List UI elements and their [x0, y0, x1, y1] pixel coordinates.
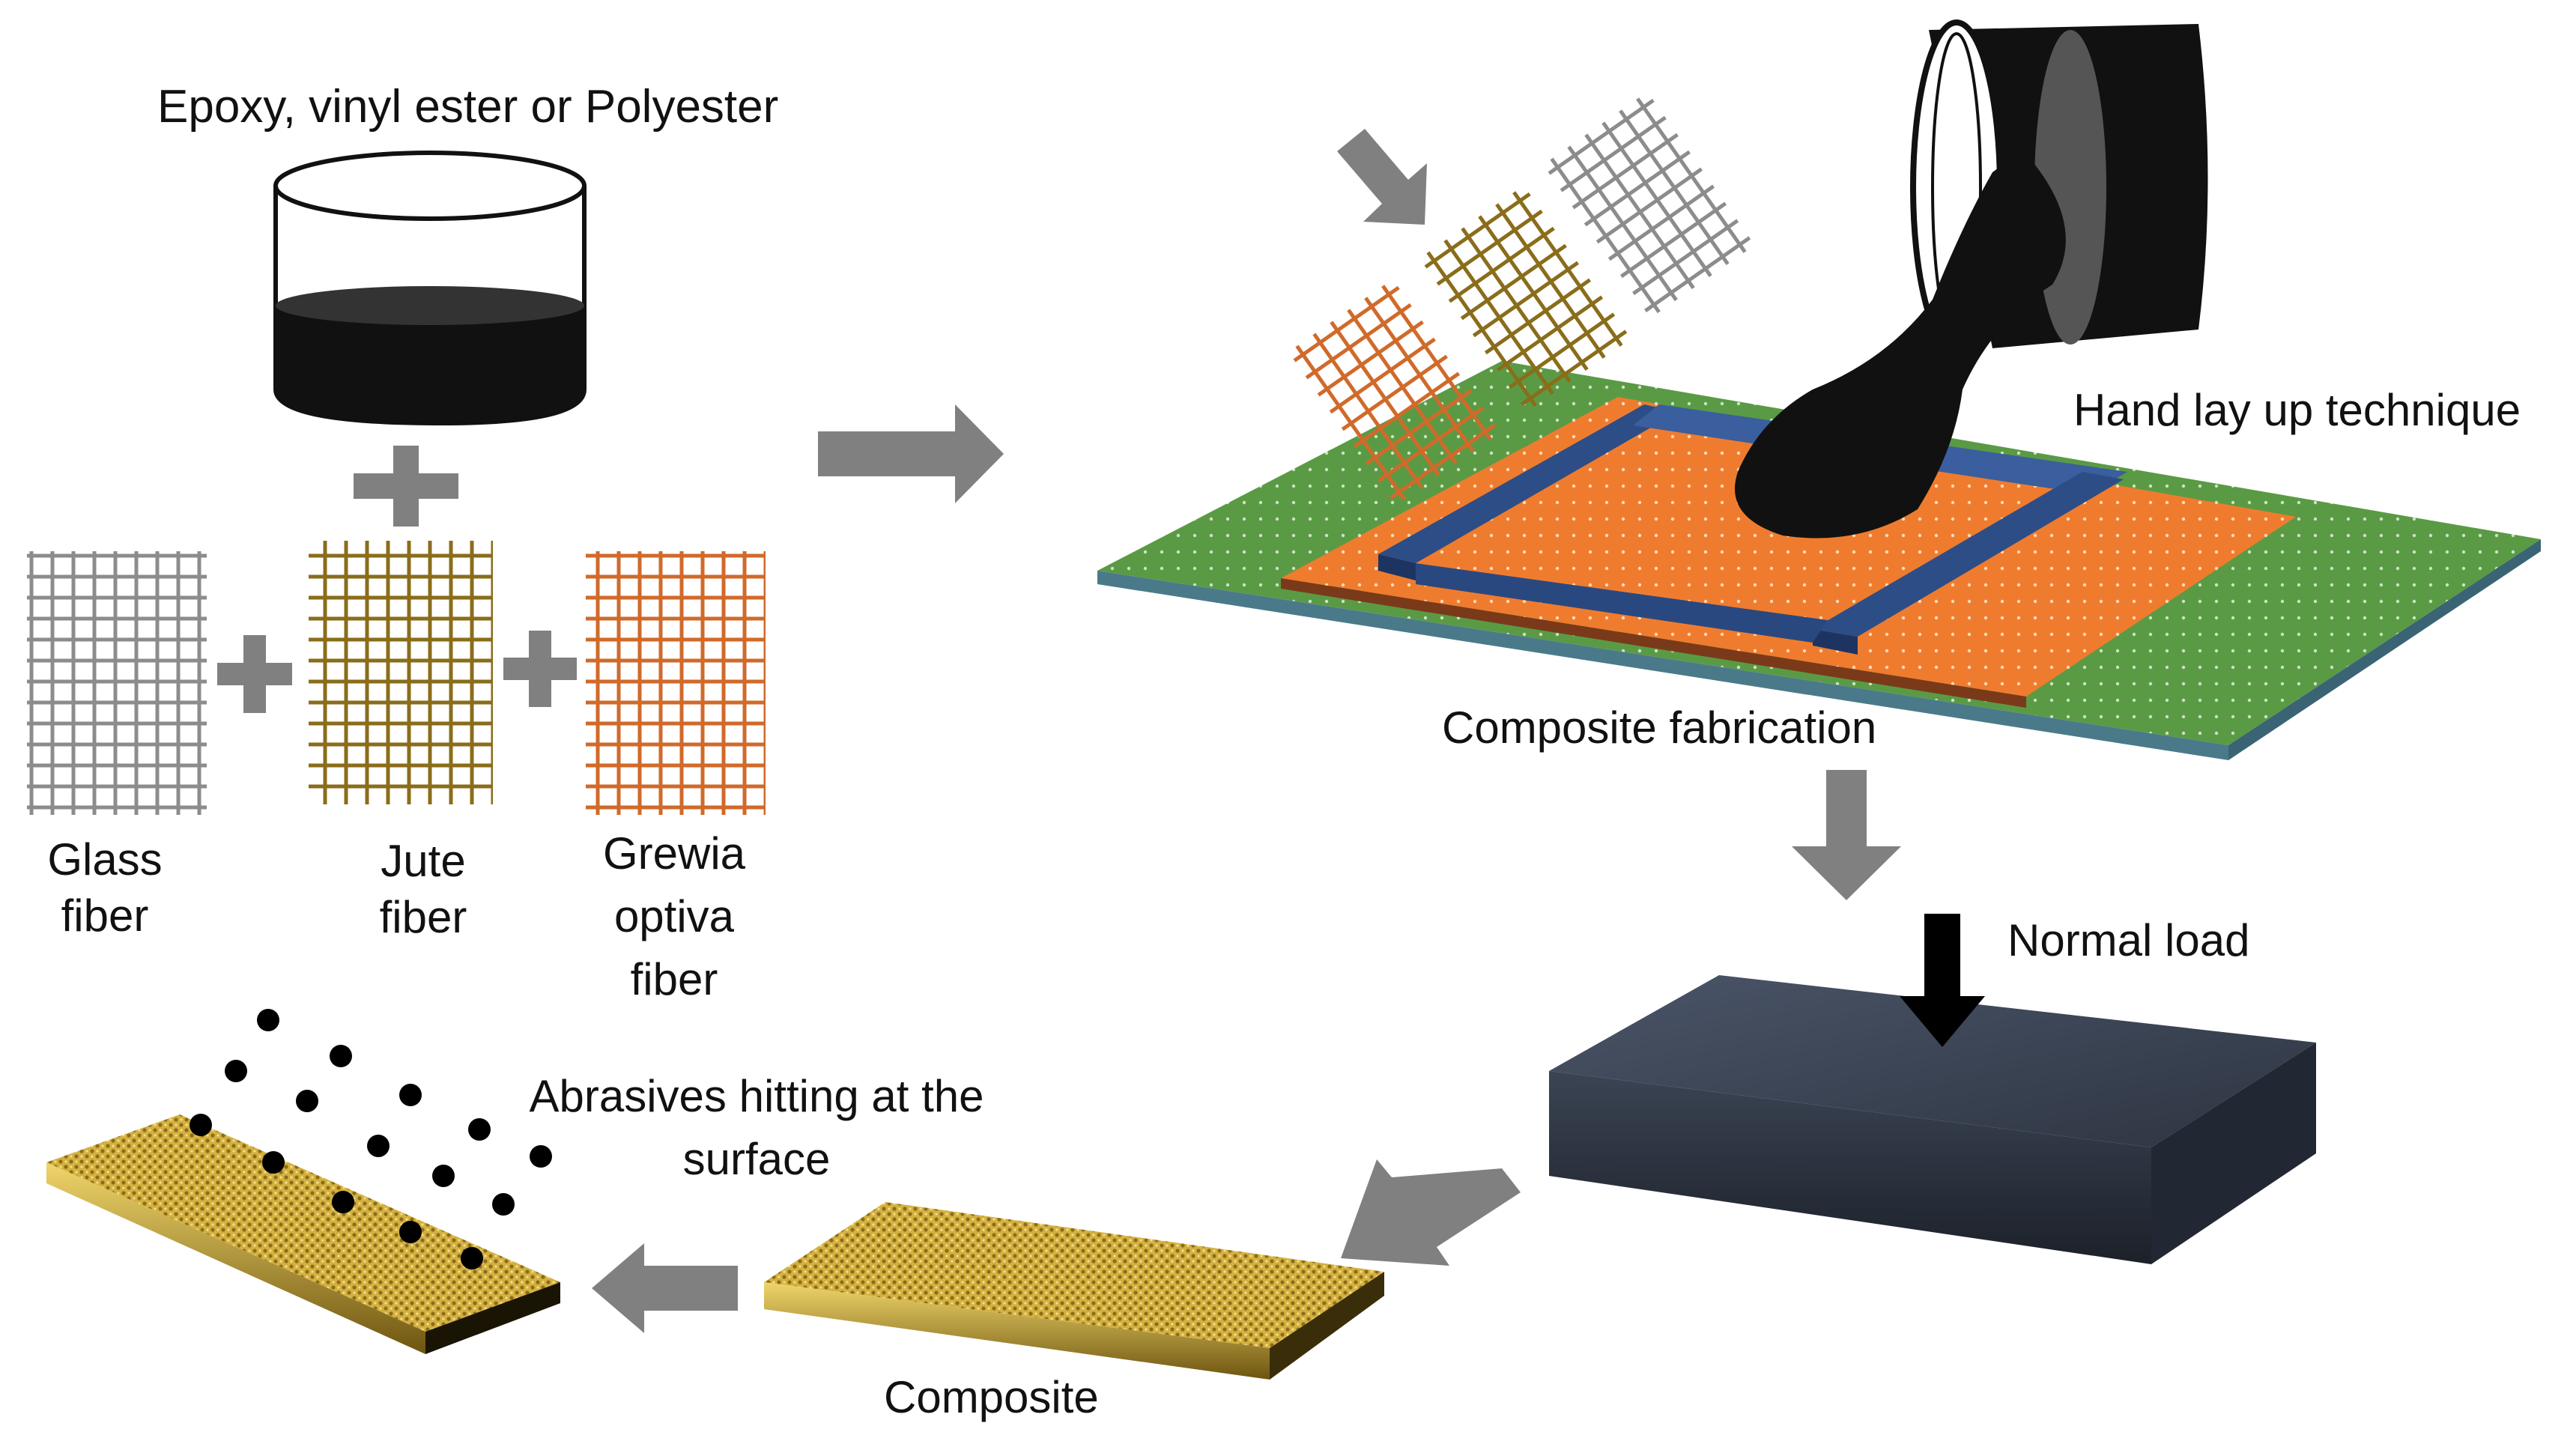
composite-slab [764, 1202, 1384, 1380]
load-block [1549, 975, 2316, 1264]
grewia-fiber-mat [586, 551, 766, 815]
glass-fiber-label: Glass fiber [30, 831, 180, 944]
plus-icon [503, 631, 577, 707]
load-arrow-icon [1900, 914, 1985, 1047]
resin-stream [1735, 150, 2066, 539]
composite-label: Composite [884, 1372, 1099, 1422]
glass-fiber-mat [27, 551, 207, 815]
falling-fiber-mats [1288, 91, 1755, 506]
arrow-icon [1792, 770, 1901, 900]
jute-fiber-mat [309, 541, 493, 804]
arrow-icon [1341, 1159, 1521, 1266]
resin-label: Epoxy, vinyl ester or Polyester [157, 81, 779, 133]
composite-fabrication-label: Composite fabrication [1442, 703, 1877, 753]
grewia-fiber-label: Grewia optiva fiber [584, 822, 764, 1011]
jute-fiber-label-line1: Jute [381, 836, 466, 886]
plus-icon [217, 635, 292, 713]
arrow-icon [818, 404, 1004, 503]
hand-lay-up-label: Hand lay up technique [2073, 385, 2521, 435]
abrasives-label-line1: Abrasives hitting at the [529, 1071, 984, 1121]
glass-fiber-label-line2: fiber [61, 891, 149, 941]
grewia-fiber-label-line2: optiva [613, 891, 735, 941]
arrow-icon [592, 1243, 738, 1333]
glass-fiber-label-line1: Glass [47, 834, 163, 885]
plus-icon [354, 446, 458, 527]
grewia-fiber-label-line3: fiber [630, 954, 718, 1004]
grewia-fiber-label-line1: Grewia [602, 828, 746, 879]
beaker-icon [273, 151, 587, 426]
abrasive-particles [190, 1009, 552, 1269]
jute-fiber-label-line2: fiber [379, 892, 467, 942]
abrasives-label: Abrasives hitting at the surface [494, 1065, 1019, 1191]
normal-load-label: Normal load [2007, 915, 2250, 965]
jute-fiber-label: Jute fiber [348, 833, 498, 945]
abraded-sample [46, 1114, 560, 1354]
arrow-icon [1337, 129, 1427, 225]
abrasives-label-line2: surface [682, 1134, 831, 1184]
